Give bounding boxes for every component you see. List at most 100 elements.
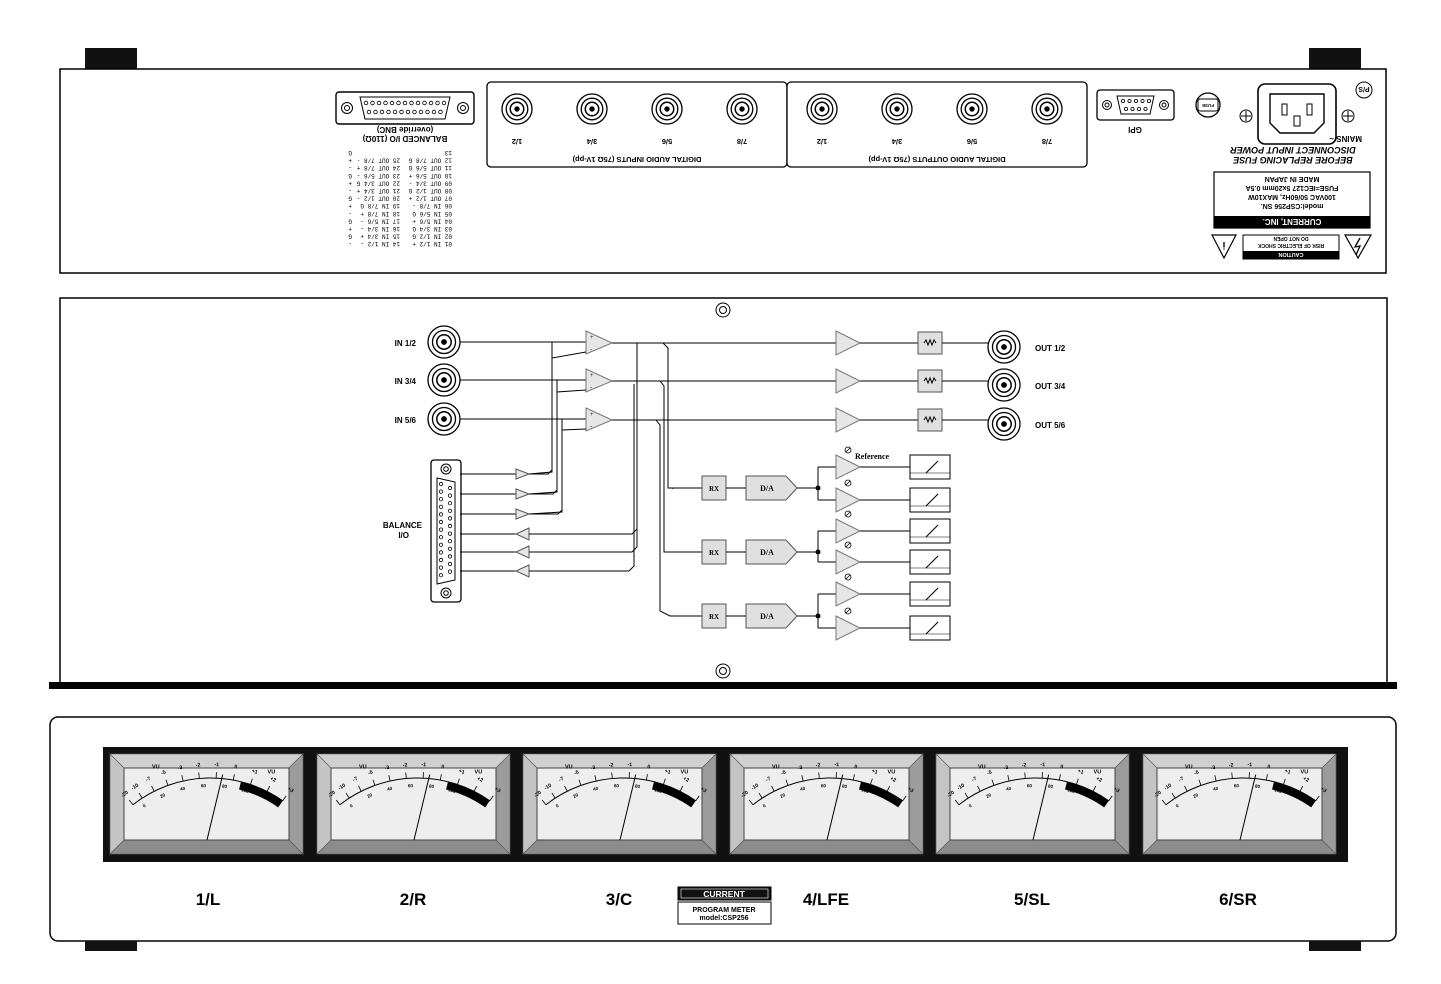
meter-amp	[835, 549, 862, 575]
meter-pct-label: 100	[1274, 787, 1283, 794]
input-bnc[interactable]	[427, 363, 461, 397]
meter-scale-label: +3	[906, 786, 914, 794]
channel-label: 2/R	[400, 890, 426, 909]
meter-scale-label: -1	[627, 762, 632, 768]
input-bnc[interactable]	[427, 325, 461, 359]
svg-text:i: i	[1222, 239, 1225, 250]
pin-right: 22 OUT 3/4 G	[356, 179, 400, 186]
digital-output-bnc[interactable]	[956, 93, 988, 125]
digital-input-bnc[interactable]	[501, 93, 533, 125]
meter-scale-label: -20	[1153, 790, 1163, 799]
pin-tail: -	[348, 164, 352, 171]
meter-pct-label: 80	[1048, 784, 1054, 790]
meter-block	[909, 487, 951, 513]
meter-pct-label: 0	[142, 803, 147, 809]
meter-pct-label: 80	[429, 784, 435, 790]
digital-output-bnc[interactable]	[881, 93, 913, 125]
meter-scale-label: -1	[421, 762, 426, 768]
meter-scale-label: 0	[441, 764, 445, 770]
svg-text:+: +	[590, 373, 594, 379]
meter-scale-label: +2	[889, 776, 897, 784]
input-bnc[interactable]	[427, 402, 461, 436]
meter-amp	[835, 581, 862, 607]
meter-red-zone	[1272, 781, 1316, 808]
spec-company: CURRENT, INC.	[1263, 217, 1322, 226]
spec-line: FUSE=IEC127 5x20mm 0.5A	[1246, 184, 1339, 191]
digital-input-bnc[interactable]	[651, 93, 683, 125]
caution-title: CAUTION	[1278, 251, 1303, 257]
pin-left: 13	[444, 149, 452, 156]
meter-pct-label: 40	[593, 786, 600, 792]
meter-red-zone	[446, 781, 490, 808]
db25-connector[interactable]	[335, 91, 475, 125]
digital-output-label: 1/2	[817, 137, 827, 146]
meter-unit: VU	[1185, 765, 1193, 771]
balance-db25[interactable]	[430, 459, 462, 603]
meter-scale-label: +2	[476, 776, 484, 784]
digital-output-bnc[interactable]	[806, 93, 838, 125]
meter-scale-label: -2	[609, 762, 614, 768]
digital-output-bnc[interactable]	[1031, 93, 1063, 125]
digital-input-bnc[interactable]	[576, 93, 608, 125]
ps-mark: P/S	[1355, 81, 1373, 99]
reference-label: Reference	[855, 452, 890, 461]
rx-block	[701, 603, 727, 629]
digital-inputs-title: DIGITAL AUDIO INPUTS (75Ω 1V-pp)	[572, 155, 701, 164]
meter-pct-label: 100	[1067, 787, 1076, 794]
meter-scale-label: -10	[1163, 783, 1173, 792]
svg-text:RISK OF ELECTRIC SHOCK: RISK OF ELECTRIC SHOCK	[1258, 242, 1325, 248]
meter-pct-label: 20	[1192, 792, 1199, 799]
meter-pct-label: 20	[159, 792, 166, 799]
rx-label: RX	[709, 485, 719, 493]
pin-right: 21 OUT 3/4 +	[356, 187, 400, 194]
input-switch-amp	[585, 407, 614, 432]
spec-line: MADE IN JAPAN	[1265, 175, 1320, 182]
iec-power-inlet[interactable]	[1257, 83, 1337, 145]
pin-tail: +	[348, 202, 352, 209]
gpi-connector[interactable]	[1096, 89, 1175, 121]
meter-pct-label: 80	[1255, 784, 1261, 790]
meter-scale-label: -2	[1229, 762, 1234, 768]
digital-input-bnc[interactable]	[726, 93, 758, 125]
output-bnc[interactable]	[987, 407, 1021, 441]
meter-face	[123, 767, 290, 841]
meter-pct-label: 20	[779, 792, 786, 799]
digital-output-label: 3/4	[891, 137, 902, 146]
meter-pct-label: 40	[800, 786, 807, 792]
mains-label: MAINS ~	[1329, 134, 1362, 143]
meter-needle	[1032, 774, 1050, 841]
meter-amp	[835, 487, 862, 513]
input-label: IN 3/4	[395, 377, 417, 386]
input-switch-amp	[585, 330, 614, 355]
meter-pct-label: 20	[366, 792, 373, 799]
svg-text:DO NOT OPEN: DO NOT OPEN	[1273, 235, 1308, 241]
meter-needle	[1239, 774, 1257, 841]
rack-foot-right	[1309, 941, 1361, 951]
rx-block	[701, 539, 727, 565]
meter-block	[909, 615, 951, 641]
meter-pct-label: 0	[555, 803, 560, 809]
da-block	[745, 539, 798, 565]
gpi-label: GPI	[1128, 125, 1142, 134]
meter-unit: VU	[565, 765, 573, 771]
meter-red-zone	[1065, 781, 1109, 808]
product-name: PROGRAM METER	[693, 907, 756, 914]
meter-face	[536, 767, 703, 841]
meter-scale-label: +1	[871, 768, 879, 776]
channel-label: 3/C	[606, 890, 632, 909]
brand-badge: CURRENT PROGRAM METER model:CSP256	[677, 886, 772, 925]
meter-pct-label: 40	[1213, 786, 1220, 792]
output-bnc[interactable]	[987, 330, 1021, 364]
output-label: OUT 3/4	[1035, 382, 1066, 391]
meter-pct-label: 60	[821, 783, 827, 788]
output-bnc[interactable]	[987, 368, 1021, 402]
pin-right: 15 IN 3/4 +	[360, 233, 400, 240]
fuse-holder[interactable]: FUSE	[1195, 92, 1221, 118]
meter-scale-label: +1	[1284, 768, 1292, 776]
meter-scale-label: -20	[740, 790, 750, 799]
meter-scale-label: -10	[956, 783, 966, 792]
meter-scale-label: +2	[1302, 776, 1310, 784]
meter-scale-label: 0	[234, 764, 238, 770]
block-diagram: IN 1/2+-OUT 1/2IN 3/4+-OUT 3/4IN 5/6+-OU…	[49, 297, 1397, 689]
